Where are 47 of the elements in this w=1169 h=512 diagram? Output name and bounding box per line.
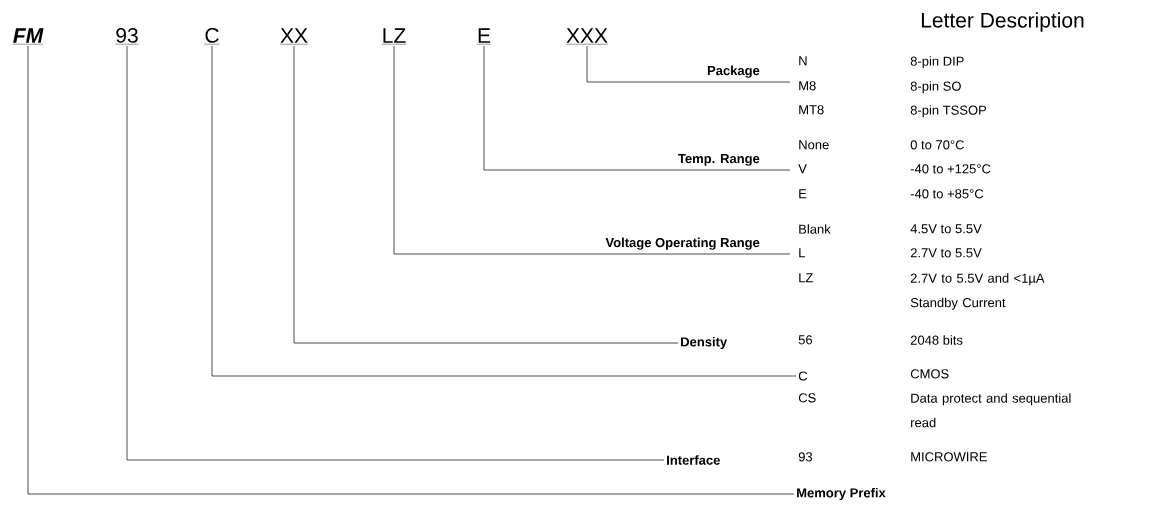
part-code: FM — [12, 28, 44, 45]
letter-code: C — [798, 371, 808, 381]
part-code: 93 — [115, 27, 139, 45]
part-code: C — [204, 27, 220, 45]
leader-line — [293, 45, 679, 344]
leader-line — [586, 45, 791, 83]
letter-code: Blank — [799, 224, 831, 234]
description: 2.7V to 5.5V — [910, 248, 982, 258]
description: -40 to +125°C — [910, 164, 991, 174]
letter-code: N — [799, 56, 807, 66]
description: 2.7V to 5.5V and <1µA Standby Current — [910, 273, 1045, 310]
part-code: E — [476, 28, 492, 45]
field-label: Interface — [667, 455, 720, 465]
field-label: Density — [681, 336, 728, 350]
letter-code: V — [798, 164, 807, 174]
description: 2048 bits — [910, 335, 963, 345]
leader-line — [393, 45, 791, 255]
letter-code: 56 — [798, 335, 813, 345]
letter-code: None — [799, 140, 829, 150]
leader-line — [126, 45, 665, 461]
letter-code: M8 — [799, 81, 816, 91]
letter-code: L — [799, 248, 805, 258]
description: 4.5V to 5.5V — [910, 224, 982, 234]
description: 8-pin SO — [910, 81, 961, 94]
letter-code: CS — [798, 393, 816, 403]
field-label: Package — [707, 65, 760, 78]
letter-code: E — [799, 189, 807, 199]
leader-line — [27, 45, 795, 495]
letter-code: LZ — [799, 273, 813, 283]
part-code: XXX — [565, 28, 609, 45]
part-code: XX — [279, 28, 309, 45]
description: CMOS — [910, 369, 949, 379]
field-label: Memory Prefix — [797, 487, 886, 501]
part-code: LZ — [381, 28, 407, 45]
letter-code: 93 — [798, 452, 813, 462]
column-heading: Letter Description — [921, 12, 1084, 32]
description: 8-pin DIP — [910, 56, 964, 69]
leader-line — [211, 45, 797, 377]
letter-code: MT8 — [799, 105, 824, 115]
description: MICROWIRE — [911, 452, 987, 462]
description: -40 to +85°C — [910, 189, 984, 199]
description: 8-pin TSSOP — [910, 105, 987, 118]
field-label: Temp. Range — [678, 154, 760, 166]
description: Data protect and sequential read — [911, 393, 1071, 428]
field-label: Voltage Operating Range — [605, 237, 760, 250]
leader-line — [483, 45, 791, 171]
description: 0 to 70°C — [910, 140, 965, 150]
